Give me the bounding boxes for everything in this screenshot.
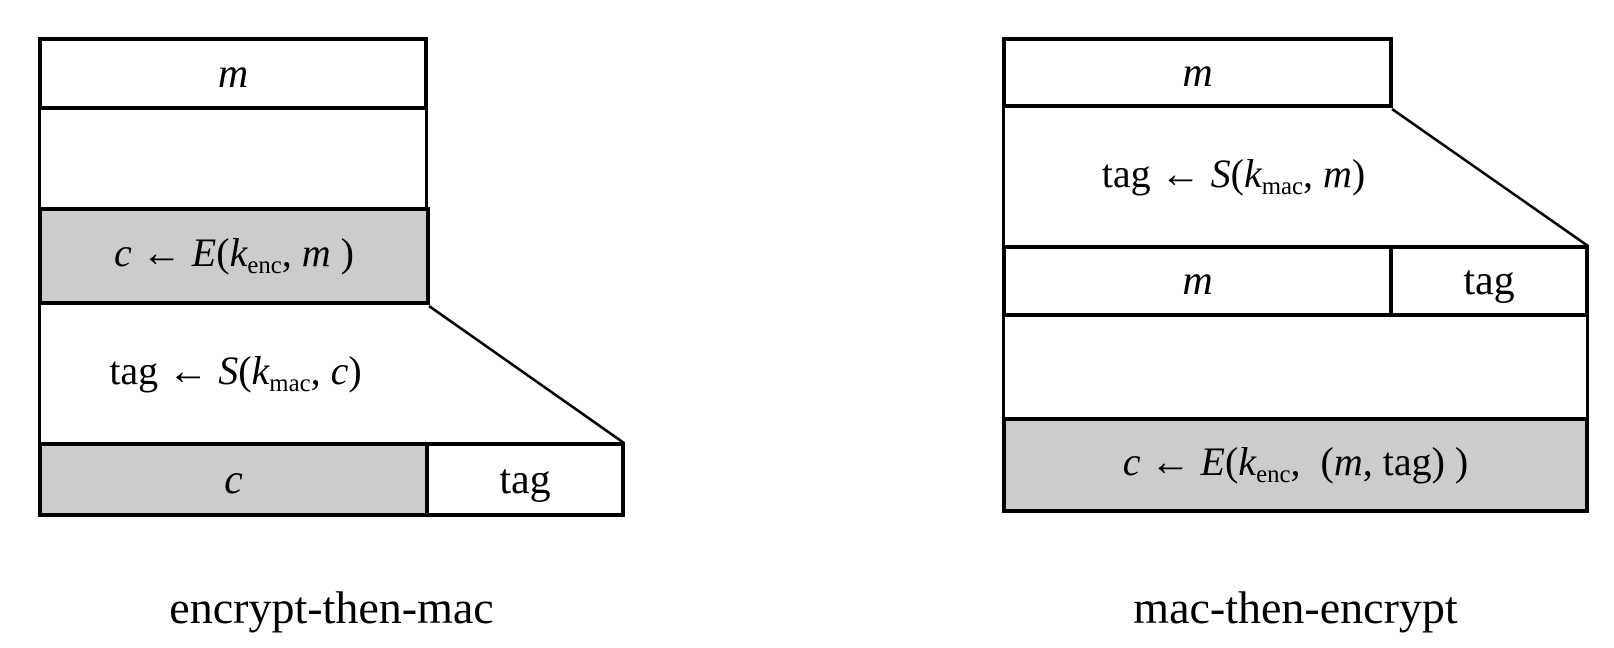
mte-gap [1002,317,1589,417]
etm-encrypt-box: c ← E(kenc, m ) [38,207,430,305]
mte-diagram: m tag ← S(kmac, m) m tag c ← E(kenc, (m,… [900,0,1614,648]
mte-caption: mac-then-encrypt [1133,582,1458,633]
etm-tag-label: tag [499,456,551,503]
mte-encrypt-formula: c ← E(kenc, (m, tag) ) [1122,439,1469,489]
mte-row-tag-label: tag [1463,258,1515,304]
etm-message-box: m [38,37,428,110]
mte-row-message-label: m [1182,258,1213,304]
mte-mac-formula: tag ← S(kmac, m) [1101,150,1366,200]
mte-mac-region: tag ← S(kmac, m) [1002,108,1462,245]
mte-message-label: m [1182,49,1213,96]
etm-tag-box: tag [425,442,625,517]
mte-message-box: m [1002,37,1393,108]
mte-encrypt-box: c ← E(kenc, (m, tag) ) [1002,417,1589,513]
etm-mac-region: tag ← S(kmac, c) [38,305,430,442]
etm-message-label: m [217,50,249,97]
etm-diagram: m c ← E(kenc, m ) tag ← S(kmac, c) c tag… [0,0,700,648]
etm-caption: encrypt-then-mac [169,582,494,633]
mte-row-tag-box: tag [1389,245,1589,317]
etm-gap-top [38,110,428,207]
etm-mac-formula: tag ← S(kmac, c) [109,347,362,397]
etm-ciphertext-label: c [224,456,243,503]
etm-encrypt-formula: c ← E(kenc, m ) [114,230,354,280]
etm-ciphertext-box: c [38,442,429,517]
mte-row-message-box: m [1002,245,1393,317]
